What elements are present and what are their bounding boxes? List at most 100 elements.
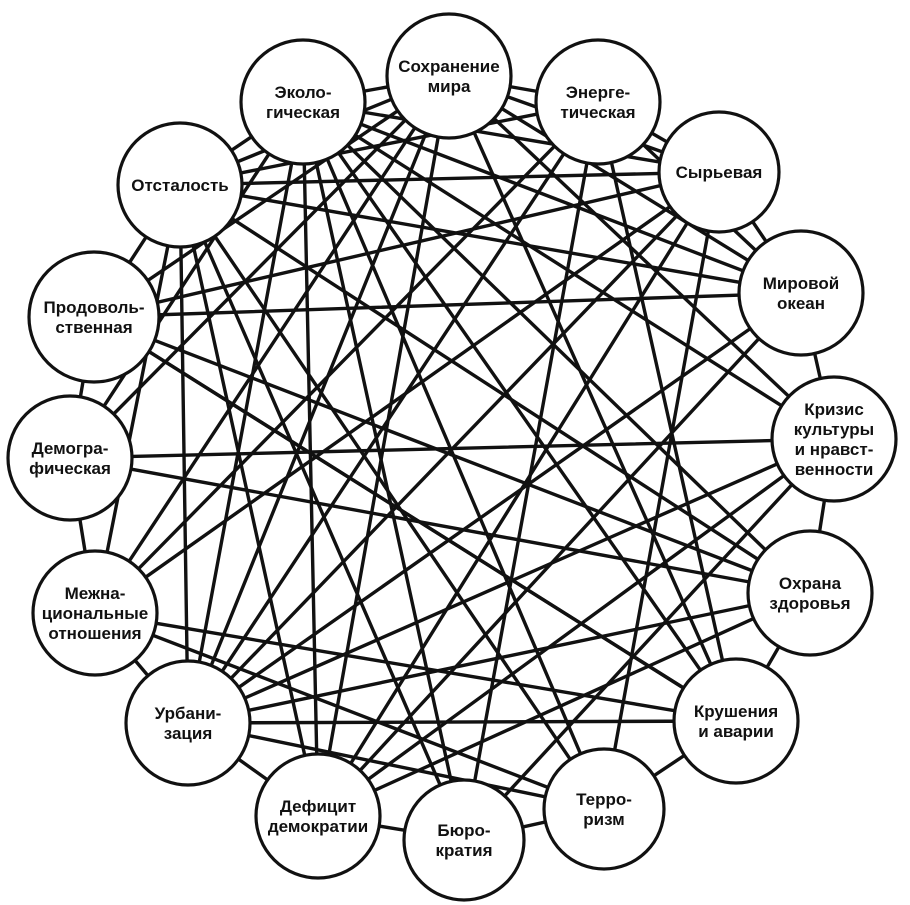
edge-backward-bureau (178, 183, 466, 842)
node-circle-bureau (402, 778, 526, 902)
edge-ecology-ocean (301, 100, 803, 295)
edge-peace-demography (68, 74, 451, 460)
edge-crashes-urban (186, 719, 738, 725)
node-label-urban-0: Урбани- (155, 704, 222, 723)
edge-backward-terror (178, 183, 606, 811)
edge-raw-ethnic (93, 170, 721, 615)
node-label-ocean-1: океан (777, 294, 825, 313)
node-circle-health (746, 529, 874, 657)
node-circle-democracy (254, 752, 382, 880)
edge-crashes-food (92, 315, 738, 723)
node-backward: Отсталость (116, 121, 244, 249)
edge-backward-health (178, 183, 812, 595)
edge-raw-food (92, 170, 721, 319)
node-label-ocean-0: Мировой (763, 274, 839, 293)
node-label-food-1: ственная (55, 318, 132, 337)
node-label-raw-0: Сырьевая (676, 163, 763, 182)
node-circle-urban (124, 659, 252, 787)
node-food: Продоволь-ственная (27, 250, 161, 384)
edge-energy-urban (186, 100, 600, 725)
node-label-peace-1: мира (428, 77, 471, 96)
edge-peace-urban (186, 74, 451, 725)
edge-ecology-crashes (301, 100, 738, 723)
node-circle-terror (542, 747, 666, 871)
node-circle-ethnic (31, 549, 159, 677)
node-circle-energy (534, 38, 662, 166)
node-label-culture-2: и нравст- (795, 440, 874, 459)
node-label-backward-0: Отсталость (131, 176, 229, 195)
edge-ocean-urban (186, 291, 803, 725)
node-label-culture-3: венности (795, 460, 874, 479)
edge-demography-health (68, 456, 812, 595)
edge-energy-ethnic (93, 100, 600, 615)
node-circle-culture (770, 375, 898, 503)
edge-energy-backward (178, 100, 600, 187)
node-label-health-0: Охрана (779, 574, 842, 593)
node-circle-backward (116, 121, 244, 249)
edge-ecology-demography (68, 100, 305, 460)
node-label-bureau-0: Бюро- (437, 821, 490, 840)
node-label-terror-1: ризм (583, 810, 624, 829)
node-label-culture-1: культуры (794, 420, 874, 439)
node-label-ethnic-1: циональные (42, 604, 149, 623)
edge-ecology-raw (301, 100, 721, 174)
node-ecology: Эколо-гическая (239, 38, 367, 166)
node-label-ecology-1: гическая (266, 103, 340, 122)
node-circle-crashes (672, 657, 800, 785)
edge-peace-ethnic (93, 74, 451, 615)
node-circle-food (27, 250, 161, 384)
edge-ethnic-terror (93, 611, 606, 811)
edge-health-democracy (316, 591, 812, 818)
node-bureau: Бюро-кратия (402, 778, 526, 902)
edge-ecology-health (301, 100, 812, 595)
node-label-demography-0: Демогра- (32, 439, 109, 458)
edge-food-ocean (92, 291, 803, 319)
node-raw: Сырьевая (657, 110, 781, 234)
node-label-culture-0: Кризис (804, 400, 864, 419)
edge-demography-culture (68, 437, 836, 460)
node-circle-ocean (737, 229, 865, 357)
edge-energy-crashes (596, 100, 738, 723)
node-label-crashes-1: и аварии (698, 722, 774, 741)
node-energy: Энерге-тическая (534, 38, 662, 166)
node-label-ethnic-0: Межна- (65, 584, 126, 603)
node-label-democracy-1: демократии (268, 817, 368, 836)
edge-raw-democracy (316, 170, 721, 818)
node-label-ecology-0: Эколо- (275, 83, 332, 102)
edge-bureau-ecology (301, 100, 466, 842)
node-circle-peace (385, 12, 513, 140)
node-label-demography-1: фическая (29, 459, 111, 478)
node-label-ethnic-2: отношения (48, 624, 141, 643)
node-urban: Урбани-зация (124, 659, 252, 787)
edge-backward-ocean (178, 183, 803, 295)
node-circle-ecology (239, 38, 367, 166)
edge-crashes-ethnic (93, 611, 738, 723)
node-demography: Демогра-фическая (6, 394, 134, 522)
edge-peace-ocean (447, 74, 803, 295)
node-label-crashes-0: Крушения (694, 702, 778, 721)
edge-urban-backward (178, 183, 190, 725)
node-label-energy-0: Энерге- (566, 83, 630, 102)
edge-peace-crashes (447, 74, 738, 723)
node-label-democracy-0: Дефицит (280, 797, 356, 816)
node-label-urban-1: зация (164, 724, 213, 743)
node-circle-raw (657, 110, 781, 234)
node-label-bureau-1: кратия (435, 841, 492, 860)
edge-food-health (92, 315, 812, 595)
node-label-energy-1: тическая (560, 103, 635, 122)
edge-terror-urban (186, 721, 606, 811)
edge-ethnic-backward (93, 183, 182, 615)
node-terror: Терро-ризм (542, 747, 666, 871)
node-label-food-0: Продоволь- (43, 298, 144, 317)
node-circle-demography (6, 394, 134, 522)
node-label-terror-0: Терро- (576, 790, 632, 809)
edge-backward-raw (178, 170, 721, 187)
